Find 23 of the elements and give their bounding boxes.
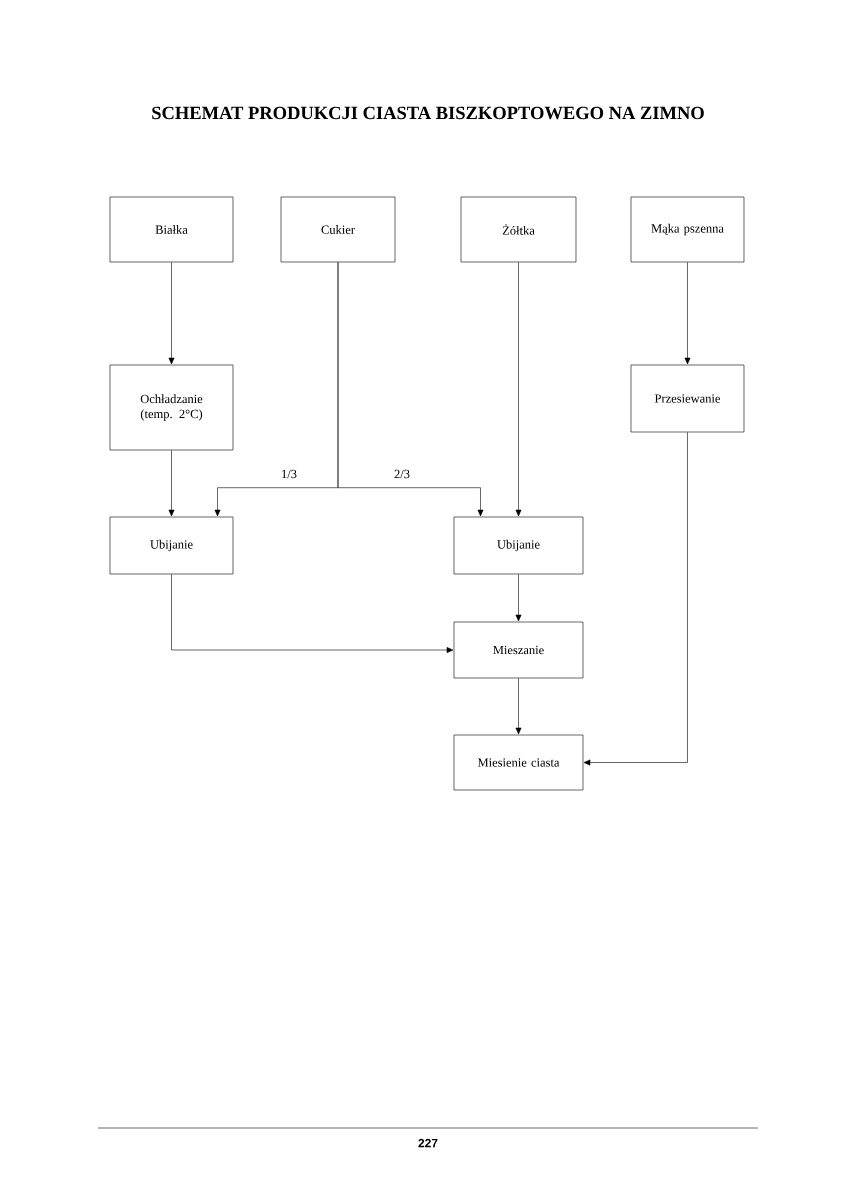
arrow bbox=[515, 678, 522, 735]
edge-label: 2/3 bbox=[393, 468, 411, 480]
edge-label: 1/3 bbox=[280, 468, 298, 480]
process-box: Miesienie ciasta bbox=[453, 734, 584, 791]
arrow bbox=[583, 432, 688, 766]
arrow bbox=[168, 450, 175, 517]
process-box: Przesiewanie bbox=[630, 364, 745, 433]
process-box: Ubijanie bbox=[109, 516, 234, 575]
process-box: Cukier bbox=[280, 196, 396, 263]
process-box: Mąka pszenna bbox=[630, 196, 745, 263]
process-box: Białka bbox=[109, 196, 234, 263]
title: SCHEMAT PRODUKCJI CIASTA BISZKOPTOWEGO NA ZIMNO bbox=[152, 106, 704, 120]
arrow bbox=[337, 262, 484, 517]
page-number: 227 bbox=[418, 1138, 438, 1148]
process-box: Mieszanie bbox=[453, 621, 584, 679]
process-box: Ubijanie bbox=[453, 516, 584, 575]
arrow bbox=[168, 262, 175, 365]
arrow bbox=[171, 574, 454, 653]
process-box: Żółtka bbox=[460, 196, 577, 263]
arrow bbox=[515, 574, 522, 622]
arrow bbox=[684, 262, 691, 365]
process-box: Ochładzanie (temp. 2°C) bbox=[109, 364, 234, 451]
arrow bbox=[515, 262, 522, 517]
